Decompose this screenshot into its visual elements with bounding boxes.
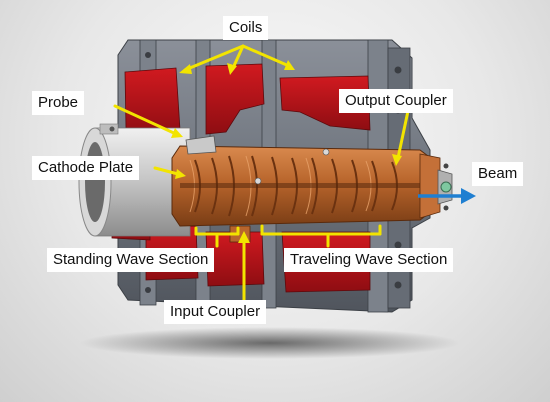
label-coils: Coils <box>223 16 269 40</box>
label-cathode-plate: Cathode Plate <box>32 156 140 180</box>
beam-arrow <box>418 188 476 204</box>
annotation-arrows <box>113 44 410 302</box>
floor-shadow <box>80 327 460 359</box>
label-standing-wave-section: Standing Wave Section <box>47 248 215 272</box>
label-input-coupler: Input Coupler <box>164 300 267 324</box>
copper-structure <box>171 135 453 227</box>
label-output-coupler: Output Coupler <box>339 89 453 113</box>
label-traveling-wave-section: Traveling Wave Section <box>284 248 454 272</box>
label-beam: Beam <box>472 162 524 186</box>
label-probe: Probe <box>32 91 85 115</box>
